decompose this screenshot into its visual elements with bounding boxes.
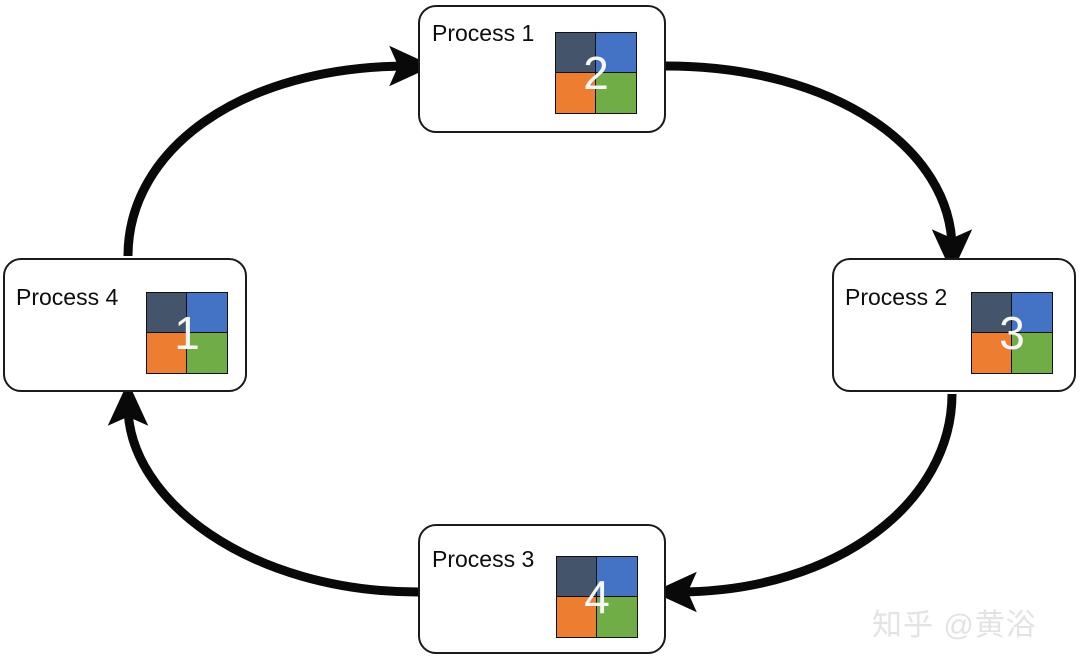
quad-cell-top-left [147,293,187,333]
quad-cell-top-left [972,293,1012,333]
quad-grid-cells [556,556,638,638]
quad-cell-top-left [557,557,597,597]
node-label-process-4: Process 4 [16,284,119,310]
quad-cell-bottom-right [596,73,636,113]
quad-cell-bottom-right [597,597,637,637]
quad-cell-top-left [556,33,596,73]
quad-grid-cells [146,292,228,374]
quad-cell-bottom-left [972,333,1012,373]
quad-grid-process-3: 4 [556,556,638,638]
arrow-process1-to-process2 [665,61,973,274]
quad-grid-process-4: 1 [146,292,228,374]
arrow-process3-to-process4 [107,381,419,597]
watermark: 知乎 @黄浴 [872,609,1037,642]
quad-cell-bottom-left [557,597,597,637]
quad-grid-cells [555,32,637,114]
quad-cell-bottom-right [1012,333,1052,373]
quad-grid-process-1: 2 [555,32,637,114]
quad-grid-process-2: 3 [971,292,1053,374]
quad-cell-bottom-left [556,73,596,113]
arrow-process2-to-process3 [652,393,957,613]
arrow-process4-to-process1 [123,45,434,257]
quad-cell-top-right [597,557,637,597]
quad-cell-top-right [1012,293,1052,333]
quad-cell-bottom-left [147,333,187,373]
node-label-process-1: Process 1 [432,20,535,46]
quad-cell-bottom-right [187,333,227,373]
quad-cell-top-right [596,33,636,73]
node-label-process-2: Process 2 [845,284,948,310]
quad-cell-top-right [187,293,227,333]
quad-grid-cells [971,292,1053,374]
node-label-process-3: Process 3 [432,546,535,572]
